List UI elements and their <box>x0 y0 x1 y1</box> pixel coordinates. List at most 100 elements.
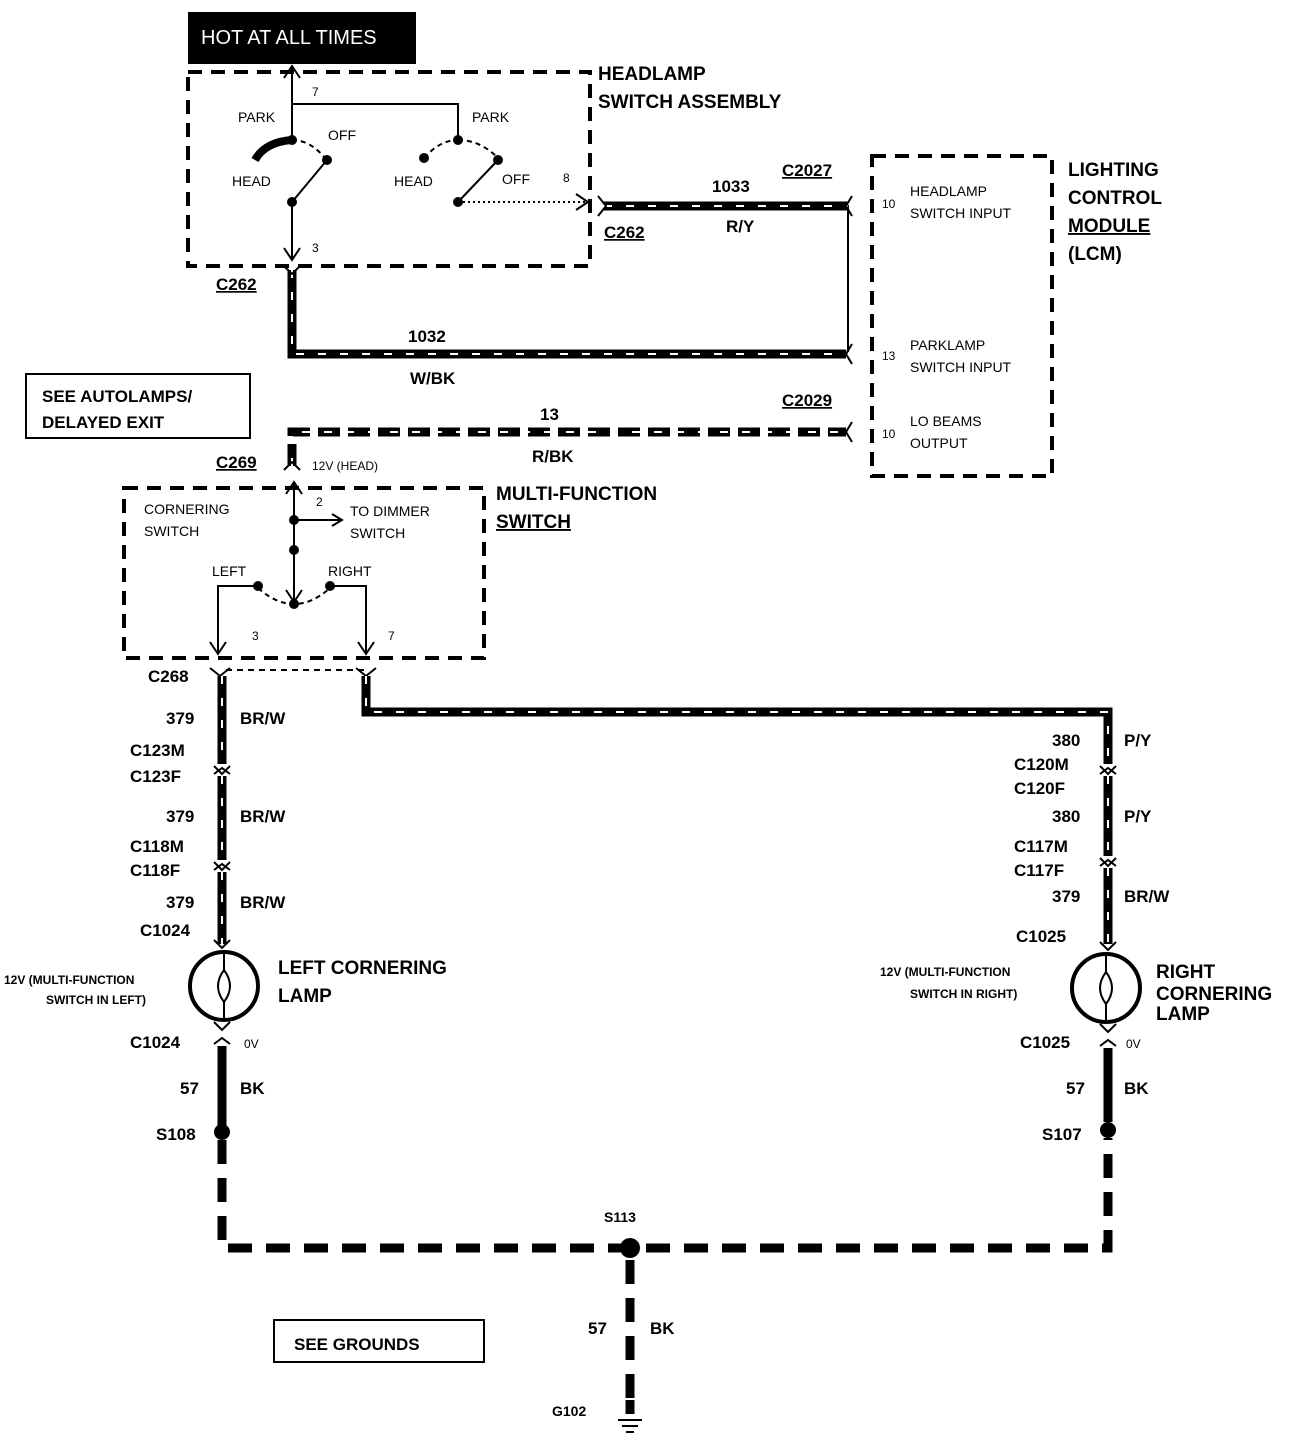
conn-c1024-bot: C1024 <box>130 1033 181 1052</box>
off-right-label: OFF <box>502 171 530 187</box>
left-ov: 0V <box>244 1037 259 1051</box>
splice-s113-label: S113 <box>604 1209 636 1225</box>
right-voltage-1: 12V (MULTI-FUNCTION <box>880 965 1010 979</box>
conn-c117f: C117F <box>1014 861 1064 880</box>
conn-c118m: C118M <box>130 837 184 856</box>
park-right-label: PARK <box>472 109 510 125</box>
lcm-input-a-1: HEADLAMP <box>910 183 987 199</box>
mfs-pin-7: 7 <box>388 629 395 643</box>
conn-c268: C268 <box>148 667 189 686</box>
left-lamp-1: LEFT CORNERING <box>278 958 447 979</box>
splice-s108-label: S108 <box>156 1125 196 1144</box>
lcm-title-3: MODULE <box>1068 216 1150 237</box>
left-w2: 379 <box>166 807 194 826</box>
wire-1032-color: W/BK <box>410 369 456 388</box>
conn-c2027: C2027 <box>782 161 832 180</box>
park-left-label: PARK <box>238 109 276 125</box>
off-left-label: OFF <box>328 127 356 143</box>
lcm-input-a-2: SWITCH INPUT <box>910 205 1012 221</box>
head-right-label: HEAD <box>394 173 433 189</box>
right-w2: 380 <box>1052 807 1080 826</box>
lcm-title-2: CONTROL <box>1068 188 1162 209</box>
lcm-input-b-1: PARKLAMP <box>910 337 985 353</box>
left-voltage-2: SWITCH IN LEFT) <box>46 993 146 1007</box>
left-w1c: BR/W <box>240 709 286 728</box>
pin-3: 3 <box>312 241 319 255</box>
conn-c120f: C120F <box>1014 779 1065 798</box>
headlamp-title-1: HEADLAMP <box>598 64 706 85</box>
right-w4c: BK <box>1124 1079 1149 1098</box>
left-label: LEFT <box>212 563 247 579</box>
head-left-label: HEAD <box>232 173 271 189</box>
ground-g102: G102 <box>552 1403 586 1419</box>
conn-c2029: C2029 <box>782 391 832 410</box>
see-autolamps-box <box>25 373 251 439</box>
right-lamp-1: RIGHT <box>1156 962 1216 983</box>
conn-c1025-top: C1025 <box>1016 927 1066 946</box>
left-voltage-1: 12V (MULTI-FUNCTION <box>4 973 134 987</box>
right-w3c: BR/W <box>1124 887 1170 906</box>
to-dimmer-2: SWITCH <box>350 525 405 541</box>
conn-c262-right: C262 <box>604 223 645 242</box>
lcm-box <box>870 154 1054 478</box>
wire-13-color: R/BK <box>532 447 574 466</box>
conn-c1024-top: C1024 <box>140 921 191 940</box>
ground-wc: BK <box>650 1319 675 1338</box>
conn-c262-left: C262 <box>216 275 257 294</box>
left-w4c: BK <box>240 1079 265 1098</box>
conn-c120m: C120M <box>1014 755 1069 774</box>
see-autolamps-1: SEE AUTOLAMPS/ <box>42 387 192 406</box>
right-w4: 57 <box>1066 1079 1085 1098</box>
lcm-input-c-1: LO BEAMS <box>910 413 982 429</box>
left-w3c: BR/W <box>240 893 286 912</box>
wire-13: 13 <box>540 405 559 424</box>
v-head: 12V (HEAD) <box>312 459 378 473</box>
right-ov: 0V <box>1126 1037 1141 1051</box>
right-label: RIGHT <box>328 563 372 579</box>
hot-banner-text: HOT AT ALL TIMES <box>201 27 377 49</box>
left-w1: 379 <box>166 709 194 728</box>
wire-1032: 1032 <box>408 327 446 346</box>
splice-s107-label: S107 <box>1042 1125 1082 1144</box>
mfs-title-2: SWITCH <box>496 512 571 533</box>
right-w3: 379 <box>1052 887 1080 906</box>
splice-s107 <box>1100 1122 1116 1138</box>
hot-banner-box <box>188 12 416 64</box>
to-dimmer-1: TO DIMMER <box>350 503 430 519</box>
ground-icon <box>618 1419 642 1433</box>
splice-s113 <box>620 1238 640 1258</box>
lcm-input-b-2: SWITCH INPUT <box>910 359 1012 375</box>
mfs-pin-2: 2 <box>316 495 323 509</box>
mfs-pin-3: 3 <box>252 629 259 643</box>
conn-c123f: C123F <box>130 767 181 786</box>
left-w3: 379 <box>166 893 194 912</box>
conn-c123m: C123M <box>130 741 185 760</box>
right-voltage-2: SWITCH IN RIGHT) <box>910 987 1017 1001</box>
lcm-pin-a: 10 <box>882 197 896 211</box>
mfs-title-1: MULTI-FUNCTION <box>496 484 657 505</box>
see-grounds-box <box>273 1319 485 1363</box>
wire-1033-color: R/Y <box>726 217 755 236</box>
lcm-input-c-2: OUTPUT <box>910 435 968 451</box>
headlamp-title-2: SWITCH ASSEMBLY <box>598 92 782 113</box>
lcm-pin-b: 13 <box>882 349 896 363</box>
conn-c1025-bot: C1025 <box>1020 1033 1070 1052</box>
cornering-switch-1: CORNERING <box>144 501 230 517</box>
see-grounds-text: SEE GROUNDS <box>294 1335 420 1354</box>
lcm-pin-c: 10 <box>882 427 896 441</box>
right-w1: 380 <box>1052 731 1080 750</box>
right-w2c: P/Y <box>1124 807 1152 826</box>
lcm-title-1: LIGHTING <box>1068 160 1159 181</box>
splice-s108 <box>214 1124 230 1140</box>
see-autolamps-2: DELAYED EXIT <box>42 413 165 432</box>
ground-loop <box>217 1138 1113 1253</box>
conn-c269: C269 <box>216 453 257 472</box>
cornering-switch-2: SWITCH <box>144 523 199 539</box>
left-lamp-2: LAMP <box>278 986 332 1007</box>
ground-w: 57 <box>588 1319 607 1338</box>
pin-7: 7 <box>312 85 319 99</box>
right-lamp-2: CORNERING <box>1156 984 1272 1005</box>
right-w1c: P/Y <box>1124 731 1152 750</box>
headlamp-switch-box <box>186 70 592 268</box>
pin-8: 8 <box>563 171 570 185</box>
